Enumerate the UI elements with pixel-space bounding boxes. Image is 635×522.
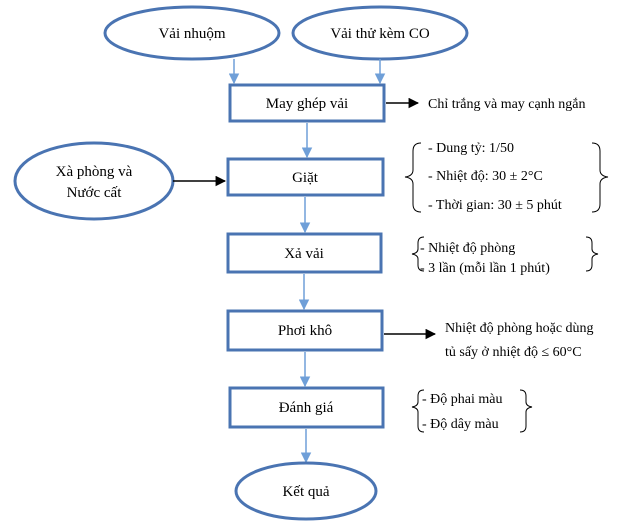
box-dry <box>226 309 384 352</box>
note-evaluate-staining: - Độ dây màu <box>422 417 499 432</box>
box-sew-label: May ghép vải <box>266 96 348 112</box>
note-wash-time: - Thời gian: 30 ± 5 phút <box>428 198 562 213</box>
brace-evaluate-left <box>411 389 425 433</box>
brace-rinse-right <box>585 236 599 272</box>
ellipse-dyed-fabric <box>103 5 281 61</box>
note-evaluate-fading: - Độ phai màu <box>422 392 502 407</box>
ellipse-soap-water-line-2: Nước cất <box>67 185 123 201</box>
note-sew: Chỉ trắng và may cạnh ngắn <box>428 97 585 112</box>
ellipse-dyed-fabric-label: Vải nhuộm <box>158 26 225 42</box>
box-wash <box>226 157 385 197</box>
ellipse-soap-water <box>13 141 175 221</box>
note-rinse-times: - 3 lần (mỗi lần 1 phút) <box>420 261 550 276</box>
note-dry-line-1: Nhiệt độ phòng hoặc dùng <box>445 321 594 336</box>
ellipse-result <box>234 461 378 521</box>
note-wash-ratio: - Dung tỷ: 1/50 <box>428 141 514 156</box>
box-wash-label: Giặt <box>292 170 319 186</box>
ellipse-result-label: Kết quả <box>282 484 329 500</box>
brace-wash-right <box>591 142 609 213</box>
box-evaluate-label: Đánh giá <box>279 400 334 416</box>
brace-rinse-left <box>411 236 425 272</box>
box-sew <box>228 83 386 123</box>
ellipse-test-fabric-label: Vải thử kèm CO <box>330 26 430 42</box>
ellipse-soap-water-line-1: Xà phòng và <box>56 164 133 180</box>
note-rinse-temp: - Nhiệt độ phòng <box>420 241 515 256</box>
box-rinse-label: Xả vải <box>284 246 324 262</box>
note-wash-temp: - Nhiệt độ: 30 ± 2°C <box>428 169 543 184</box>
brace-wash-left <box>404 142 422 213</box>
box-dry-label: Phơi khô <box>278 323 332 339</box>
note-dry-line-2: tủ sấy ở nhiệt độ ≤ 60°C <box>445 345 582 360</box>
brace-evaluate-right <box>519 389 533 433</box>
box-rinse <box>226 232 383 274</box>
box-evaluate <box>228 386 385 429</box>
